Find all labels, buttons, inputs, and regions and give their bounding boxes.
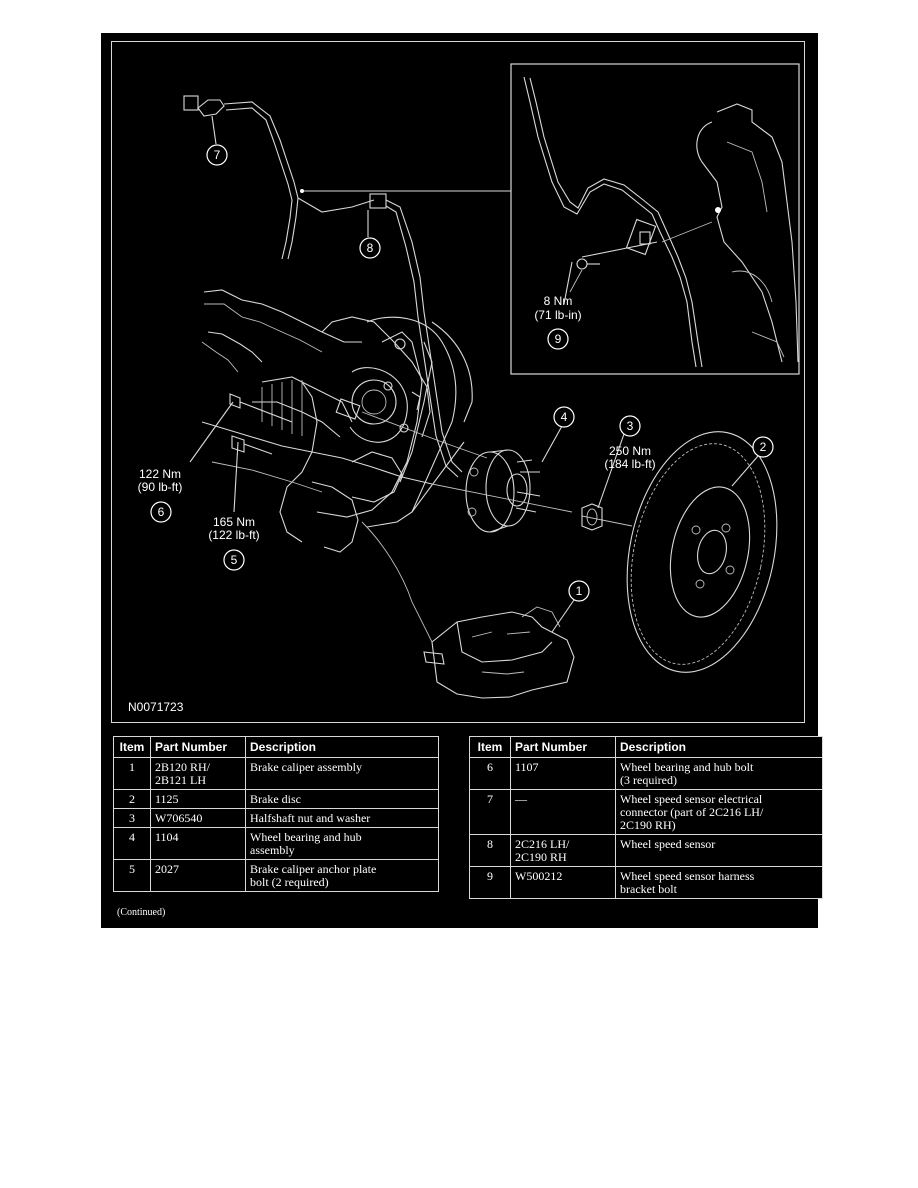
cell-description: Brake disc — [245, 789, 439, 809]
cell-part-number: 1104 — [150, 827, 246, 860]
svg-text:6: 6 — [158, 505, 165, 519]
caliper-leader — [361, 521, 433, 643]
torque-9-nm: 8 Nm — [544, 294, 573, 308]
torque-3-nm: 250 Nm — [609, 444, 651, 458]
axis-line-nut — [581, 515, 633, 527]
callout-1: 1 — [568, 580, 590, 602]
callout-6: 6 — [150, 501, 172, 523]
callout-2: 2 — [752, 436, 774, 458]
header-item: Item — [469, 736, 511, 758]
brake-disc-graphic — [626, 431, 778, 673]
cell-part-number: 2B120 RH/2B121 LH — [150, 757, 246, 790]
table-header-row: Item Part Number Description — [113, 736, 439, 758]
inset-steering-knuckle — [696, 103, 799, 363]
cell-part-number: — — [510, 789, 616, 835]
cell-description: Halfshaft nut and washer — [245, 808, 439, 828]
svg-text:4: 4 — [561, 410, 568, 424]
torque-3-imperial: (184 lb-ft) — [604, 457, 655, 471]
cell-part-number: 2C216 LH/2C190 RH — [510, 834, 616, 867]
cell-part-number: 2027 — [150, 859, 246, 892]
header-description: Description — [245, 736, 439, 758]
cell-part-number: W500212 — [510, 866, 616, 899]
axis-line-hub — [431, 483, 573, 513]
header-description: Description — [615, 736, 823, 758]
callout-5: 5 — [223, 549, 245, 571]
cell-item: 5 — [113, 859, 151, 892]
callout-7: 7 — [206, 144, 228, 166]
torque-6-imperial: (90 lb-ft) — [138, 480, 183, 494]
wheel-bearing-hub-graphic — [465, 449, 541, 533]
cell-description: Wheel bearing and hub bolt(3 required) — [615, 757, 823, 790]
cell-item: 1 — [113, 757, 151, 790]
inset-leader-dot — [300, 189, 304, 193]
torque-9-imperial: (71 lb-in) — [534, 308, 581, 322]
inset-detail-box — [510, 63, 800, 375]
cell-item: 6 — [469, 757, 511, 790]
diagram-svg: 1 2 3 4 5 6 7 — [128, 63, 800, 714]
header-part-number: Part Number — [150, 736, 246, 758]
brake-caliper-graphic — [423, 606, 575, 699]
wheel-speed-sensor-main — [183, 95, 463, 478]
cell-description: Wheel speed sensor — [615, 834, 823, 867]
svg-text:7: 7 — [214, 148, 221, 162]
cell-part-number: 1107 — [510, 757, 616, 790]
callout-3: 3 — [619, 415, 641, 437]
svg-text:5: 5 — [231, 553, 238, 567]
callout-leaders — [189, 115, 759, 633]
cell-item: 4 — [113, 827, 151, 860]
cell-item: 3 — [113, 808, 151, 828]
brake-backing-plate — [366, 316, 473, 528]
cell-item: 8 — [469, 834, 511, 867]
header-item: Item — [113, 736, 151, 758]
cell-part-number: W706540 — [150, 808, 246, 828]
torque-6-nm: 122 Nm — [139, 467, 181, 481]
svg-text:9: 9 — [555, 332, 562, 346]
torque-5-imperial: (122 lb-ft) — [208, 528, 259, 542]
svg-text:8: 8 — [367, 241, 374, 255]
cell-part-number: 1125 — [150, 789, 246, 809]
figure-id: N0071723 — [128, 700, 184, 714]
cell-item: 9 — [469, 866, 511, 899]
svg-text:2: 2 — [760, 440, 767, 454]
table-header-row: Item Part Number Description — [469, 736, 823, 758]
svg-text:3: 3 — [627, 419, 634, 433]
bolt-5-graphic — [231, 435, 273, 455]
inset-bracket-bolt — [569, 258, 600, 293]
cell-item: 2 — [113, 789, 151, 809]
callout-8: 8 — [359, 237, 381, 259]
cell-description: Brake caliper assembly — [245, 757, 439, 790]
header-part-number: Part Number — [510, 736, 616, 758]
torque-5-nm: 165 Nm — [213, 515, 255, 529]
bolt-6-graphic — [229, 393, 293, 423]
cell-item: 7 — [469, 789, 511, 835]
steering-knuckle-assembly — [201, 289, 488, 553]
callout-9: 9 — [547, 328, 569, 350]
exploded-diagram: 1 2 3 4 5 6 7 — [111, 41, 805, 723]
inset-sensor-harness — [523, 76, 713, 368]
svg-text:1: 1 — [576, 584, 583, 598]
continued-note: (Continued) — [117, 907, 166, 918]
halfshaft-nut-graphic — [581, 503, 603, 531]
callout-4: 4 — [553, 406, 575, 428]
figure-frame: 1 2 3 4 5 6 7 — [101, 33, 823, 928]
